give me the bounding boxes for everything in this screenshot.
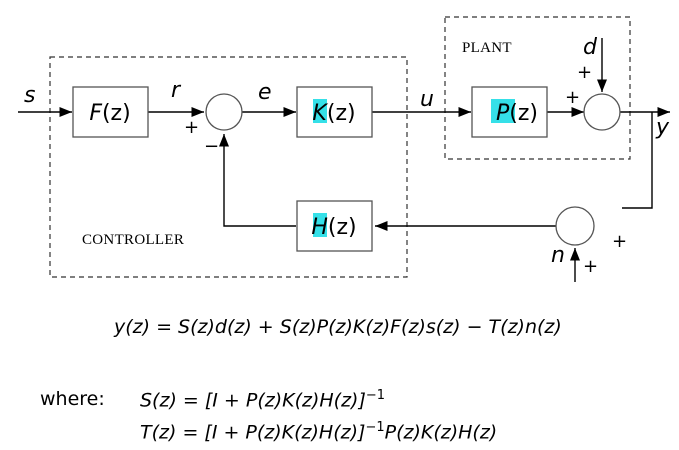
svg-text:P(z): P(z) [496, 101, 538, 126]
signal-u: u [420, 87, 434, 112]
signal-s: s [24, 83, 35, 108]
plant-label: PLANT [462, 40, 512, 56]
block-diagram: CONTROLLER PLANT F(z) K(z) P(z) H(z) s r… [18, 16, 670, 282]
block-h: H(z) [296, 200, 373, 252]
sign-plus-p: + [565, 87, 580, 108]
plant-region [444, 16, 631, 160]
signal-n: n [551, 243, 565, 268]
highlight-mark [313, 99, 327, 123]
complementary-sensitivity-equation: T(z) = [I + P(z)K(z)H(z)]−1P(z)K(z)H(z) [140, 420, 498, 444]
sign-minus-feedback: − [204, 136, 219, 157]
controller-label: CONTROLLER [82, 232, 184, 248]
sign-plus-n: + [583, 256, 598, 277]
svg-text:K(z): K(z) [312, 101, 355, 126]
summing-junction-error [205, 93, 243, 131]
wire-h-to-sum [218, 134, 296, 227]
where-label: where: [40, 388, 105, 410]
signal-y: y [655, 115, 670, 140]
summing-junction-noise [555, 206, 595, 246]
controller-region [49, 56, 408, 278]
block-f: F(z) [72, 86, 149, 138]
svg-text:H(z): H(z) [311, 215, 356, 240]
highlight-mark [313, 213, 327, 237]
signal-d: d [583, 35, 598, 60]
highlight-mark [491, 99, 515, 123]
output-equation: y(z) = S(z)d(z) + S(z)P(z)K(z)F(z)s(z) −… [114, 316, 562, 338]
sign-plus-r: + [184, 117, 199, 138]
wire-y-to-noise-sum [622, 112, 653, 209]
svg-text:F(z): F(z) [89, 101, 130, 126]
signal-e: e [258, 80, 272, 105]
sign-plus-y: + [612, 231, 627, 252]
signal-r: r [171, 78, 182, 103]
summing-junction-disturbance [583, 93, 621, 131]
sign-plus-d: + [577, 62, 592, 83]
block-p: P(z) [471, 86, 548, 138]
sensitivity-equation: S(z) = [I + P(z)K(z)H(z)]−1 [140, 388, 386, 412]
block-k: K(z) [296, 86, 373, 138]
